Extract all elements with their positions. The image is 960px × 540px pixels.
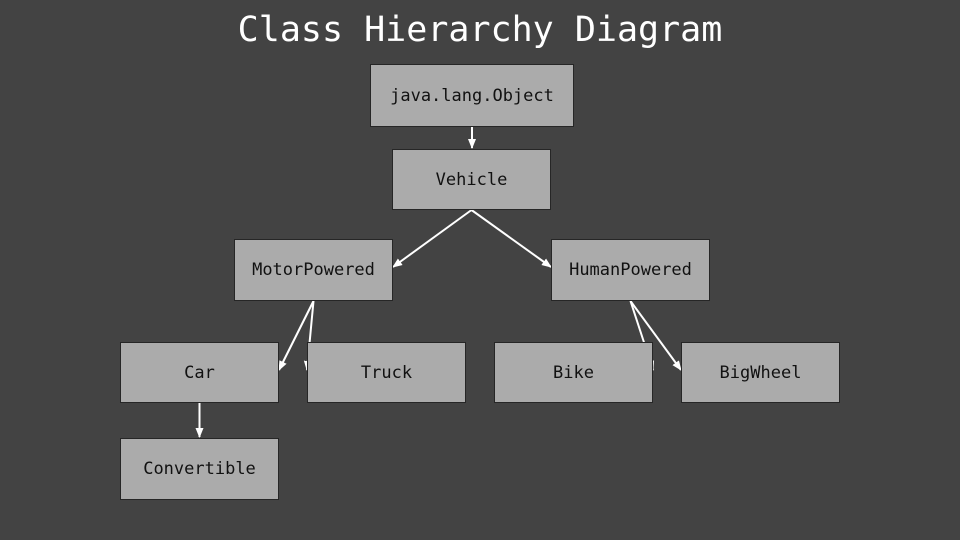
node-bike[interactable]: Bike <box>494 342 653 403</box>
edge-human_powered-to-big_wheel <box>629 300 682 371</box>
edge-motor_powered-to-car <box>278 300 315 371</box>
node-big-wheel[interactable]: BigWheel <box>681 342 840 403</box>
node-car[interactable]: Car <box>120 342 279 403</box>
node-truck[interactable]: Truck <box>307 342 466 403</box>
node-vehicle[interactable]: Vehicle <box>392 149 551 210</box>
edge-vehicle-to-human_powered <box>470 209 552 268</box>
edge-vehicle-to-motor_powered <box>392 209 473 268</box>
node-motor-powered[interactable]: MotorPowered <box>234 239 393 301</box>
diagram-title: Class Hierarchy Diagram <box>237 10 723 50</box>
node-convertible[interactable]: Convertible <box>120 438 279 500</box>
node-java-lang-object[interactable]: java.lang.Object <box>370 64 574 127</box>
node-human-powered[interactable]: HumanPowered <box>551 239 710 301</box>
